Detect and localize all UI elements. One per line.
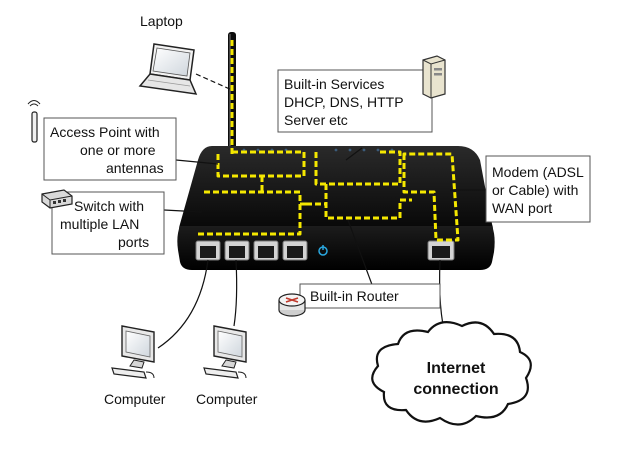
switch-label-line2: multiple LAN [60,216,139,232]
modem-label-line3: WAN port [492,200,552,216]
network-switch-icon [41,189,73,209]
services-label-line1: Built-in Services [284,76,384,92]
access-point-label-line3: antennas [106,160,164,176]
server-icon [422,55,446,99]
router-callout [299,283,441,309]
computer-left-label: Computer [104,391,166,407]
access-point-label-line1: Access Point with [50,124,160,140]
modem-region [402,152,460,242]
switch-region [196,190,302,236]
access-point-label-line2: one or more [80,142,156,158]
switch-label-line1: Switch with [74,198,144,214]
computer-right-label: Computer [196,391,258,407]
wifi-antenna-icon [27,100,41,143]
computer-icon [111,325,155,379]
services-region [314,150,402,186]
router-device [177,32,495,270]
internet-label-line1: Internet [427,360,486,377]
cloud-icon [371,321,532,426]
internet-label-line2: connection [413,381,498,398]
lan-ports [195,240,308,261]
modem-callout [485,155,591,223]
highlight-outlines [196,40,460,242]
router-label: Built-in Router [310,288,399,304]
laptop-label: Laptop [140,13,183,29]
modem-label-line1: Modem (ADSL [492,164,584,180]
router-icon [278,293,306,317]
services-callout [277,69,433,133]
power-icon [318,245,328,256]
router-region [306,198,412,220]
access-point-region [216,150,306,178]
services-label-line3: Server etc [284,112,348,128]
computer-icon [203,325,247,379]
laptop-icon [138,43,198,95]
modem-label-line2: or Cable) with [492,182,578,198]
router-top [179,146,493,236]
switch-label-line3: ports [118,234,149,250]
access-point-callout [43,117,177,181]
services-label-line2: DHCP, DNS, HTTP [284,94,404,110]
